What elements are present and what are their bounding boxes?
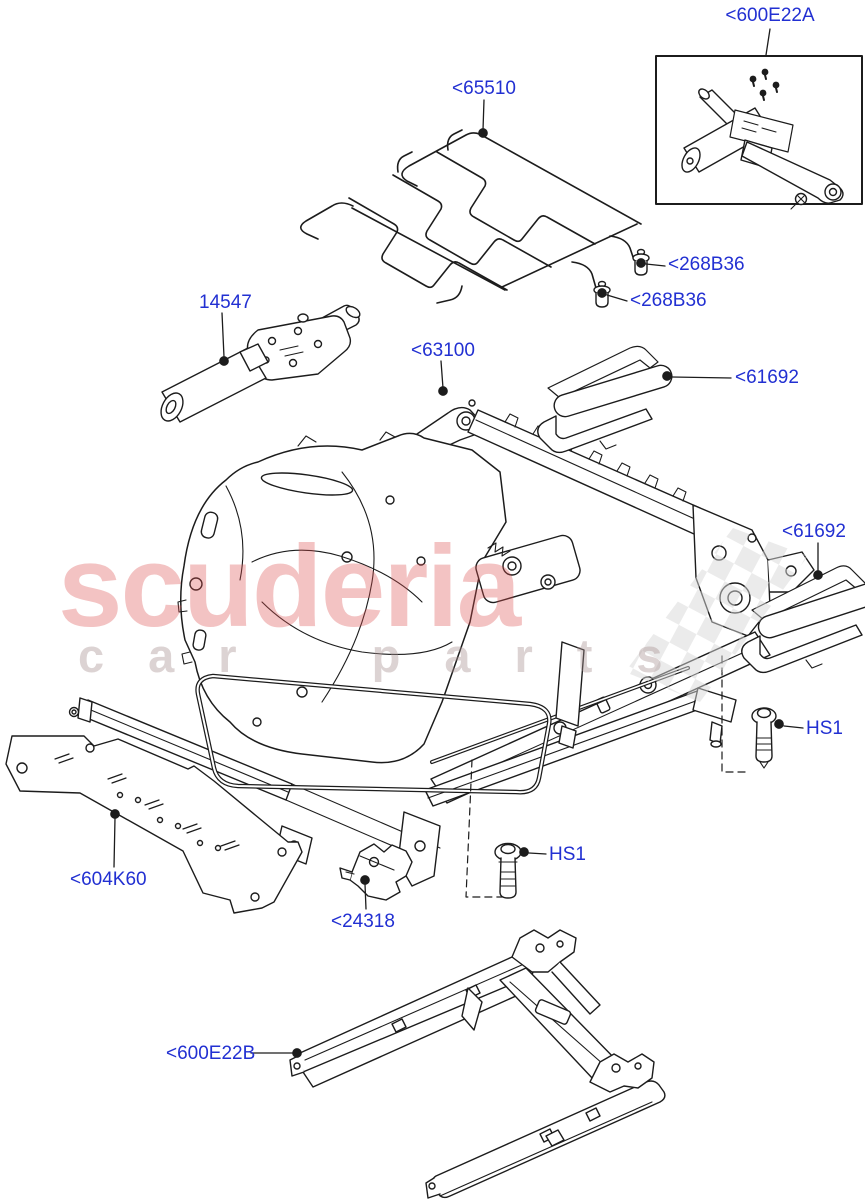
part-label-61692-a[interactable]: <61692 [735, 367, 799, 388]
part-label-268B36-a[interactable]: <268B36 [668, 254, 745, 275]
bracket-604K60 [5, 735, 303, 914]
motor-drawing-600E22A [681, 88, 844, 210]
part-label-63100[interactable]: <63100 [411, 340, 475, 361]
bolt-HS1-a [751, 707, 777, 769]
part-label-65510[interactable]: <65510 [452, 78, 516, 99]
bolt-HS1-b [494, 842, 522, 899]
part-label-14547[interactable]: 14547 [199, 292, 252, 313]
part-label-24318[interactable]: <24318 [331, 911, 395, 932]
motor-14547 [160, 304, 361, 423]
part-label-HS1-b[interactable]: HS1 [549, 844, 586, 865]
spring-mat-65510 [299, 129, 642, 304]
part-label-268B36-b[interactable]: <268B36 [630, 290, 707, 311]
part-label-600E22A[interactable]: <600E22A [725, 5, 815, 26]
callout-leaders [110, 28, 823, 1058]
part-label-HS1-a[interactable]: HS1 [806, 718, 843, 739]
seat-track-600E22B [289, 929, 666, 1199]
part-label-61692-b[interactable]: <61692 [782, 521, 846, 542]
part-label-604K60[interactable]: <604K60 [70, 869, 147, 890]
inset-box-600E22A [655, 55, 863, 210]
cover-61692-a [537, 345, 673, 454]
part-label-600E22B[interactable]: <600E22B [166, 1043, 256, 1064]
bolt-dots [749, 68, 780, 101]
seat-pan-gasket-wire [195, 673, 552, 795]
